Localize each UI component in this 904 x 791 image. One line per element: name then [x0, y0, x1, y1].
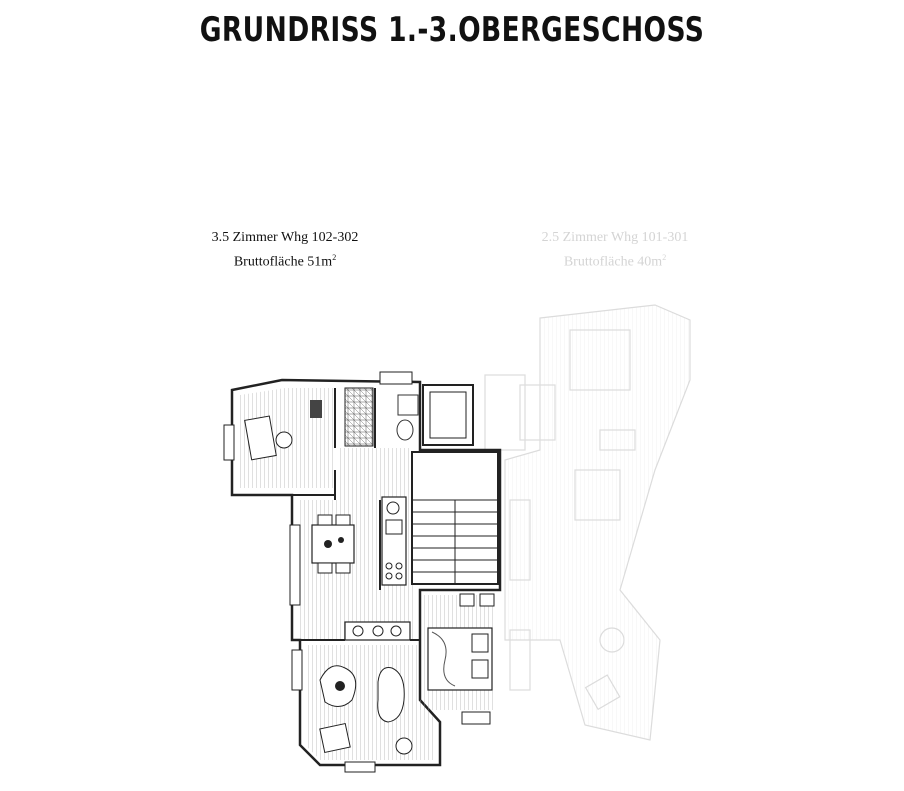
faded-unit-plan [484, 304, 691, 741]
unit-area: Bruttofläche 40m2 [563, 253, 667, 270]
unit-area: Bruttofläche 51m2 [233, 253, 337, 270]
drawing-title: GRUNDRISS 1.-3.OBERGESCHOSS [199, 10, 705, 50]
unit-label-faded[interactable]: 2.5 Zimmer Whg 101-301 Bruttofläche 40m2 [520, 228, 710, 273]
active-unit-plan [223, 371, 502, 773]
unit-name: 2.5 Zimmer Whg 101-301 [541, 230, 689, 245]
unit-label-active[interactable]: 3.5 Zimmer Whg 102-302 Bruttofläche 51m2 [190, 228, 380, 273]
unit-name: 3.5 Zimmer Whg 102-302 [211, 230, 359, 245]
